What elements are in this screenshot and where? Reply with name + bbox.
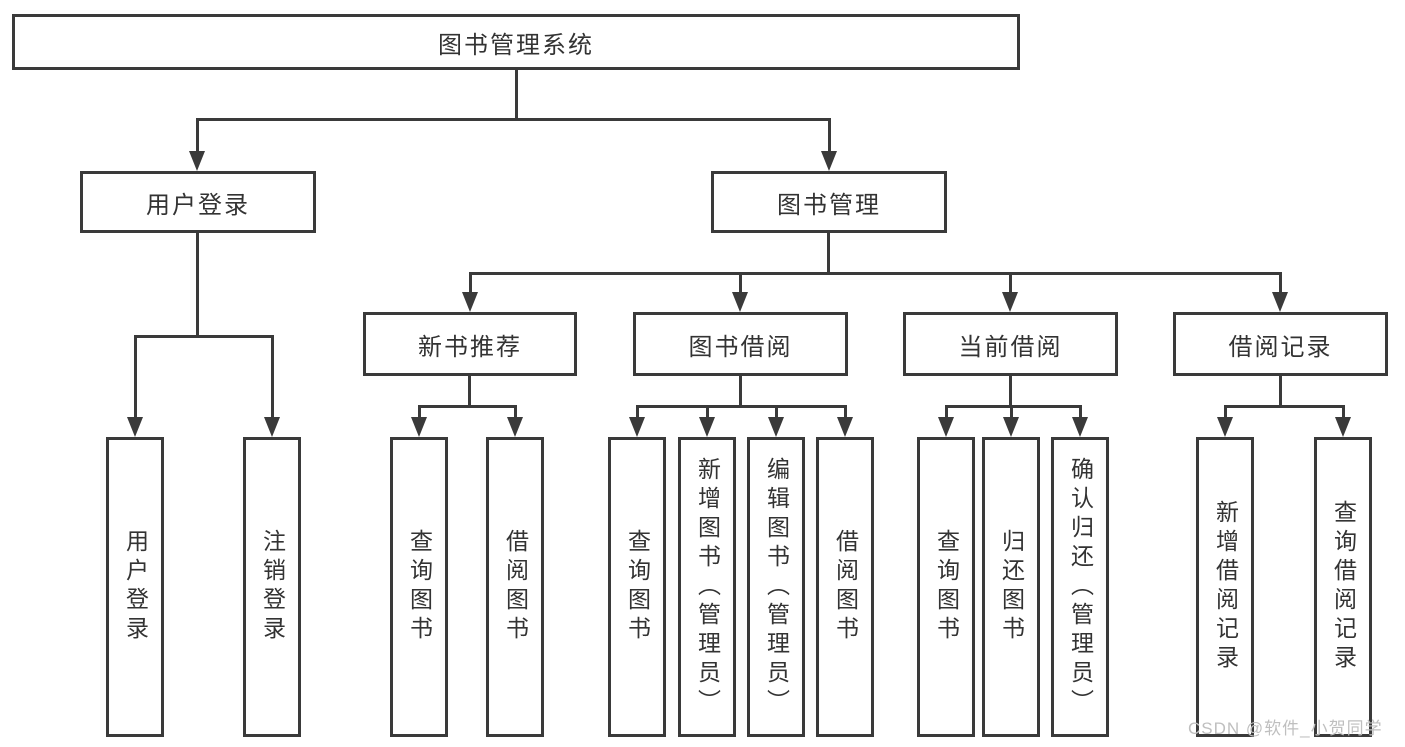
connector-line [739, 376, 742, 408]
connector-line [1010, 405, 1013, 419]
leaf-query-books-2: 查询图书 [608, 437, 666, 737]
connector-line [514, 405, 517, 419]
arrowhead-icon [411, 417, 427, 437]
node-user-login: 用户登录 [80, 171, 316, 233]
connector-line [844, 405, 847, 419]
arrowhead-icon [938, 417, 954, 437]
connector-line [739, 272, 742, 294]
connector-line [1224, 405, 1345, 408]
arrowhead-icon [1272, 292, 1288, 312]
connector-line [1224, 405, 1227, 419]
arrowhead-icon [462, 292, 478, 312]
connector-line [1342, 405, 1345, 419]
leaf-borrow-books-1: 借阅图书 [486, 437, 544, 737]
connector-line [828, 118, 831, 153]
connector-line [1279, 376, 1282, 408]
leaf-add-borrow-record: 新增借阅记录 [1196, 437, 1254, 737]
connector-line [134, 335, 274, 338]
arrowhead-icon [821, 151, 837, 171]
arrowhead-icon [699, 417, 715, 437]
leaf-query-books-3: 查询图书 [917, 437, 975, 737]
arrowhead-icon [1072, 417, 1088, 437]
arrowhead-icon [507, 417, 523, 437]
connector-line [515, 70, 518, 120]
leaf-return-books: 归还图书 [982, 437, 1040, 737]
connector-line [827, 233, 830, 275]
node-borrow-records: 借阅记录 [1173, 312, 1388, 376]
connector-line [945, 405, 948, 419]
leaf-confirm-return-admin: 确认归还（管理员） [1051, 437, 1109, 737]
connector-line [469, 272, 472, 294]
connector-line [1009, 272, 1012, 294]
connector-line [196, 118, 831, 121]
connector-line [1279, 272, 1282, 294]
leaf-add-books-admin: 新增图书（管理员） [678, 437, 736, 737]
arrowhead-icon [1002, 292, 1018, 312]
leaf-borrow-books-2: 借阅图书 [816, 437, 874, 737]
node-root: 图书管理系统 [12, 14, 1020, 70]
connector-line [418, 405, 421, 419]
arrowhead-icon [127, 417, 143, 437]
arrowhead-icon [768, 417, 784, 437]
connector-line [468, 376, 471, 408]
connector-line [134, 335, 137, 419]
leaf-user-login: 用户登录 [106, 437, 164, 737]
connector-line [636, 405, 847, 408]
arrowhead-icon [629, 417, 645, 437]
connector-line [945, 405, 1082, 408]
arrowhead-icon [1003, 417, 1019, 437]
connector-line [196, 233, 199, 338]
connector-line [775, 405, 778, 419]
node-book-borrow: 图书借阅 [633, 312, 848, 376]
connector-line [1009, 376, 1012, 408]
node-new-books: 新书推荐 [363, 312, 577, 376]
leaf-edit-books-admin: 编辑图书（管理员） [747, 437, 805, 737]
connector-line [196, 118, 199, 153]
arrowhead-icon [264, 417, 280, 437]
connector-line [271, 335, 274, 419]
arrowhead-icon [189, 151, 205, 171]
arrowhead-icon [1217, 417, 1233, 437]
node-book-mgmt: 图书管理 [711, 171, 947, 233]
leaf-query-borrow-record: 查询借阅记录 [1314, 437, 1372, 737]
node-current-borrow: 当前借阅 [903, 312, 1118, 376]
arrowhead-icon [732, 292, 748, 312]
csdn-watermark: CSDN @软件_小贺同学 [1188, 719, 1383, 738]
connector-line [1079, 405, 1082, 419]
connector-line [706, 405, 709, 419]
connector-line [469, 272, 1282, 275]
leaf-query-books-1: 查询图书 [390, 437, 448, 737]
leaf-logout: 注销登录 [243, 437, 301, 737]
arrowhead-icon [1335, 417, 1351, 437]
connector-line [636, 405, 639, 419]
arrowhead-icon [837, 417, 853, 437]
connector-line [418, 405, 517, 408]
